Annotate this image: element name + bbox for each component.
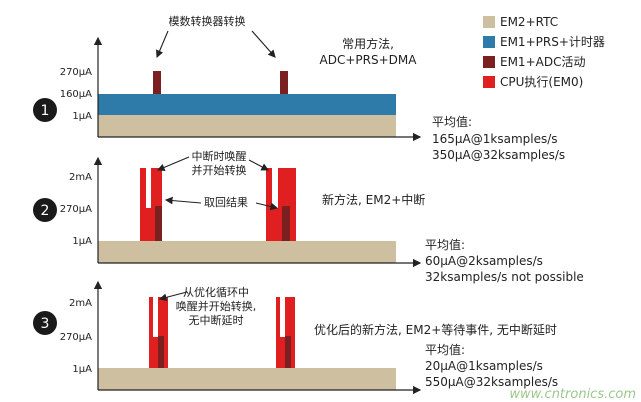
tick-270ua: 270µA	[60, 204, 92, 215]
legend-label-cpu-em0: CPU执行(EM0)	[500, 75, 583, 89]
panel-number: 2	[41, 203, 50, 219]
legend-swatch-cpu-em0	[483, 76, 495, 88]
panel-number: 3	[41, 316, 50, 332]
tick-160ua: 160µA	[60, 89, 92, 100]
panel-number: 1	[41, 103, 50, 119]
method-label-1a: 常用方法,	[342, 36, 394, 51]
tick-1ua: 1µA	[72, 364, 92, 375]
tick-1ua: 1µA	[72, 236, 92, 247]
avg-line-3a: 20µA@1ksamples/s	[425, 359, 543, 373]
avg-title-3: 平均值:	[425, 342, 465, 357]
legend-swatch-em1-prs-timer	[483, 36, 495, 48]
adc-segment-2	[285, 336, 291, 368]
tick-2ma: 2mA	[69, 298, 92, 309]
panel-number-badge	[33, 98, 57, 122]
wake-annotation-b: 并开始转换	[192, 163, 247, 177]
avg-line-3b: 550µA@32ksamples/s	[425, 375, 558, 389]
avg-line-2b: 32ksamples/s not possible	[425, 270, 584, 284]
em1-prs-timer-band	[98, 94, 396, 115]
pulse-gap	[153, 297, 158, 337]
panel-number-badge	[33, 198, 57, 222]
annotation-arrow	[156, 30, 169, 59]
adc-conversion-annotation: 模数转换器转换	[169, 14, 246, 28]
em2-rtc-band	[98, 241, 396, 263]
legend: EM2+RTC EM1+PRS+计时器 EM1+ADC活动 CPU执行(EM0)	[483, 15, 605, 89]
wake-annotation-c: 无中断延时	[189, 313, 244, 327]
avg-line-1b: 350µA@32ksamples/s	[432, 148, 565, 162]
tick-2ma: 2mA	[69, 172, 92, 183]
watermark: www.cntronics.com	[509, 387, 636, 402]
fetch-result-annotation: 取回结果	[204, 196, 248, 209]
wake-annotation-a: 从优化循环中	[183, 285, 249, 299]
pulse-gap	[272, 168, 278, 208]
legend-label-em1-prs-timer: EM1+PRS+计时器	[500, 35, 605, 49]
tick-270ua: 270µA	[60, 67, 92, 78]
panel-1: 270µA 160µA 1µA 模数转换器转换 常用方法, ADC+PRS+DM…	[33, 14, 565, 162]
tick-270ua: 270µA	[60, 332, 92, 343]
em2-rtc-band	[98, 368, 396, 390]
legend-swatch-em1-adc	[483, 56, 495, 68]
panel-number-badge	[33, 311, 57, 335]
annotation-arrow	[255, 202, 279, 211]
panel-3: 2mA 270µA 1µA 从优化循环中 唤醒并开始转换, 无中断延时 优化后的…	[33, 280, 558, 395]
adc-pulse-1	[153, 71, 161, 94]
em2-rtc-band	[98, 115, 396, 137]
avg-title-1: 平均值:	[432, 114, 472, 129]
legend-swatch-em2-rtc	[483, 16, 495, 28]
pulse-gap	[280, 297, 285, 337]
avg-title-2: 平均值:	[425, 237, 465, 252]
adc-pulse-2	[280, 71, 288, 94]
avg-line-2a: 60µA@2ksamples/s	[425, 254, 543, 268]
legend-label-em1-adc: EM1+ADC活动	[500, 55, 585, 69]
adc-segment-2	[282, 206, 290, 241]
avg-line-1a: 165µA@1ksamples/s	[432, 132, 558, 146]
adc-segment-1	[158, 336, 164, 368]
wake-annotation-a: 中断时唤醒	[192, 149, 247, 163]
cpu-pulse-2	[266, 168, 296, 241]
annotation-arrow	[158, 291, 188, 302]
annotation-arrow	[156, 156, 190, 171]
tick-1ua: 1µA	[72, 111, 92, 122]
pulse-gap	[146, 168, 151, 208]
method-label-2: 新方法, EM2+中断	[322, 192, 425, 207]
wake-annotation-b: 唤醒并开始转换,	[176, 299, 257, 313]
annotation-arrow	[248, 159, 269, 171]
annotation-arrow	[164, 196, 202, 205]
panel-2: 2mA 270µA 1µA 中断时唤醒 并开始转换 取回结果 新方法, EM2+…	[33, 149, 584, 284]
adc-segment-1	[155, 206, 162, 241]
method-label-3: 优化后的新方法, EM2+等待事件, 无中断延时	[314, 322, 557, 337]
method-label-1b: ADC+PRS+DMA	[320, 53, 418, 67]
annotation-arrow	[251, 30, 276, 58]
legend-label-em2-rtc: EM2+RTC	[500, 15, 558, 29]
